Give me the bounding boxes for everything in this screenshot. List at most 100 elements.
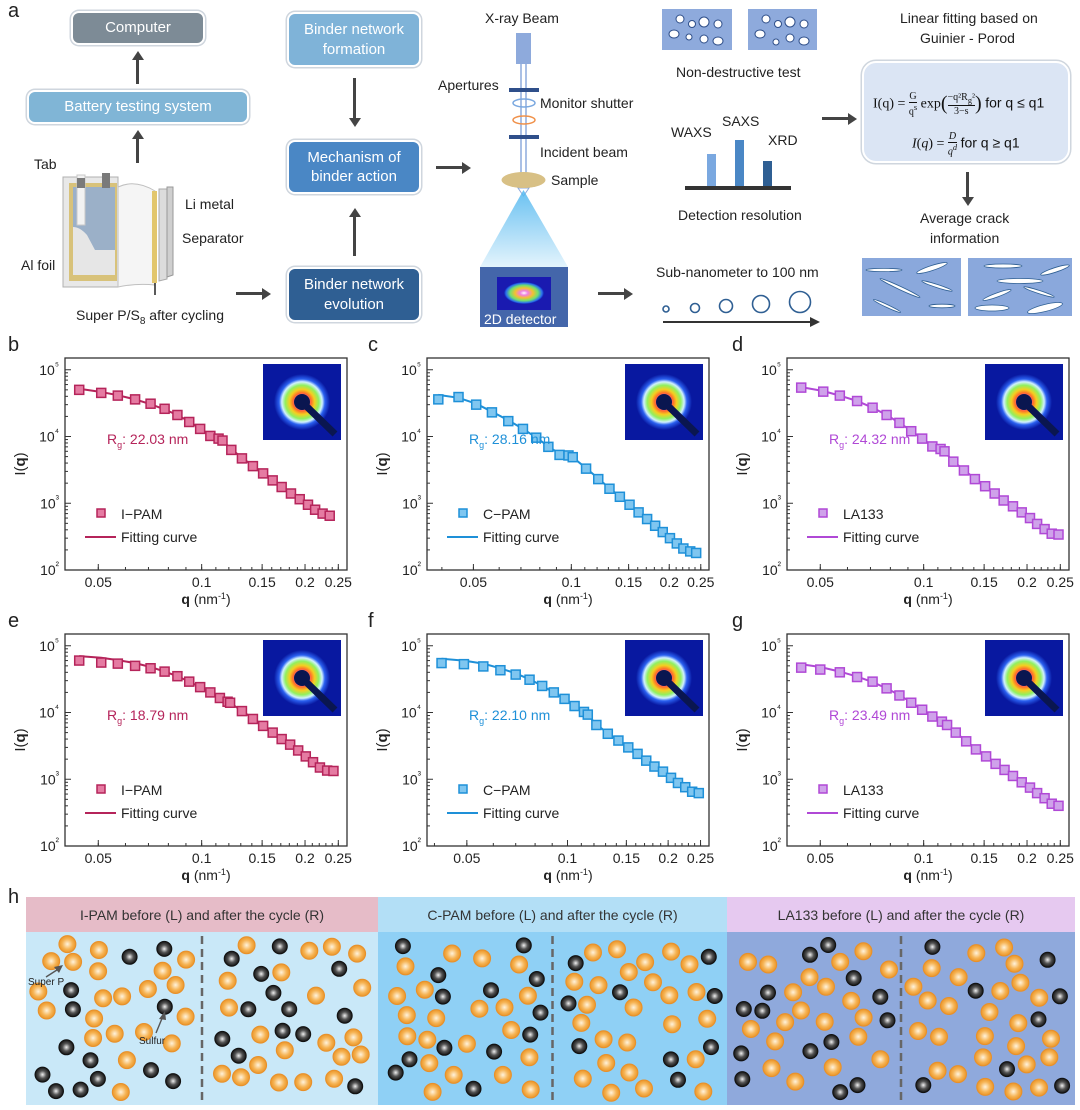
- data-point: [285, 488, 297, 499]
- super-p-particle: [121, 948, 138, 965]
- sulfur-particle: [520, 1048, 539, 1067]
- sulfur-particle: [37, 1001, 56, 1020]
- y-tick-label: 10⁵: [401, 637, 421, 654]
- rg-annotation: Rg: 23.49 nm: [829, 707, 910, 726]
- computer-label: Computer: [105, 19, 171, 37]
- data-point: [73, 655, 85, 666]
- data-point: [990, 758, 1001, 770]
- data-point: [905, 697, 917, 708]
- x-tick-label: 0.25: [1047, 574, 1074, 590]
- data-point: [916, 433, 928, 444]
- sulfur-particle: [275, 1041, 294, 1060]
- sulfur-particle: [909, 1022, 928, 1040]
- sulfur-particle: [420, 1054, 439, 1073]
- data-point: [881, 409, 892, 421]
- data-point: [593, 473, 604, 485]
- sulfur-particle: [470, 999, 489, 1018]
- sulfur-particle: [880, 960, 898, 979]
- x-tick-label: 0.2: [1017, 574, 1037, 590]
- super-p-particle: [253, 965, 270, 982]
- data-point: [649, 520, 661, 532]
- formation-box: Binder network formation: [287, 12, 421, 67]
- super-p-particle: [72, 1081, 89, 1098]
- sulfur-particle: [817, 977, 835, 996]
- super-p-particle: [48, 1083, 64, 1100]
- super-p-particle: [336, 1007, 353, 1024]
- sulfur-particle: [831, 952, 850, 971]
- y-axis-label: I(q): [374, 452, 391, 475]
- sulfur-particle: [663, 1015, 682, 1034]
- x-tick-label: 0.05: [85, 574, 112, 590]
- beamstop: [294, 670, 310, 686]
- battery-testing-box: Battery testing system: [27, 90, 249, 124]
- arrow-up: [136, 137, 139, 163]
- y-tick-label: 10⁵: [761, 637, 781, 654]
- data-point: [624, 499, 635, 510]
- arrowhead-icon: [131, 130, 144, 139]
- data-point: [433, 394, 444, 405]
- arrowhead-icon: [348, 208, 361, 217]
- beamstop: [656, 670, 672, 686]
- data-point: [236, 705, 248, 717]
- super-p-particle: [1054, 1077, 1071, 1094]
- sulfur-particle: [325, 1069, 344, 1088]
- data-point: [217, 435, 228, 446]
- sulfur-particle: [766, 1032, 785, 1051]
- data-point: [989, 488, 1000, 499]
- sulfur-particle: [94, 989, 113, 1008]
- arrowhead-icon: [131, 51, 144, 60]
- data-point: [580, 463, 592, 474]
- super-p-particle: [58, 1039, 75, 1056]
- data-point: [960, 736, 972, 747]
- sulfur-particle: [975, 1027, 994, 1046]
- plot-frame: [64, 633, 348, 847]
- h-header-cpam: C-PAM before (L) and after the cycle (R): [378, 897, 727, 932]
- data-point: [649, 761, 660, 772]
- range-label: Sub-nanometer to 100 nm: [656, 264, 819, 280]
- sulfur-particle: [473, 949, 492, 968]
- sulfur-particle: [42, 952, 61, 971]
- super-p-particle: [571, 1038, 588, 1055]
- legend-label-fit: Fitting curve: [483, 529, 559, 545]
- beamstop: [294, 394, 310, 410]
- detection-resolution-label: Detection resolution: [678, 207, 802, 223]
- y-tick-label: 10³: [402, 770, 422, 787]
- legend-label-fit: Fitting curve: [843, 529, 919, 545]
- h-section-ipam: I-PAM before (L) and after the cycle (R): [26, 897, 378, 1105]
- sulfur-particle: [1007, 1037, 1026, 1056]
- arrowhead-icon: [348, 118, 361, 127]
- data-point: [95, 387, 107, 399]
- data-point: [159, 403, 170, 415]
- sulfur-particle: [1009, 1014, 1028, 1033]
- super-p-tail: after cycling: [145, 307, 224, 323]
- mechanism-box: Mechanism of binder action: [287, 140, 421, 194]
- y-tick-label: 10²: [402, 561, 422, 578]
- super-p-particle: [703, 1039, 719, 1056]
- x-tick-label: 0.1: [914, 850, 934, 866]
- data-point: [224, 697, 236, 708]
- super-p-particle: [82, 1052, 99, 1069]
- y-tick-label: 10⁴: [401, 704, 421, 721]
- h-body-cpam: [378, 932, 727, 1105]
- super-p-subscript: 8: [139, 315, 146, 327]
- data-point: [524, 674, 535, 685]
- data-point: [1007, 770, 1019, 782]
- non-destructive-label: Non-destructive test: [676, 64, 801, 80]
- data-point: [640, 755, 652, 766]
- data-point: [470, 399, 482, 410]
- beamstop: [1016, 670, 1032, 686]
- super-p-particle: [522, 1026, 539, 1043]
- super-p-label: Super P/S8 after cycling: [76, 307, 224, 327]
- separator-label: Separator: [182, 230, 244, 246]
- data-point: [979, 480, 991, 492]
- data-point: [613, 735, 624, 746]
- data-point: [276, 481, 287, 493]
- super-p-particle: [532, 1004, 549, 1021]
- x-tick-label: 0.05: [453, 850, 480, 866]
- sulfur-particle: [220, 998, 238, 1017]
- x-tick-label: 0.05: [807, 574, 834, 590]
- sulfur-particle: [1030, 988, 1049, 1007]
- y-tick-label: 10⁵: [761, 361, 781, 378]
